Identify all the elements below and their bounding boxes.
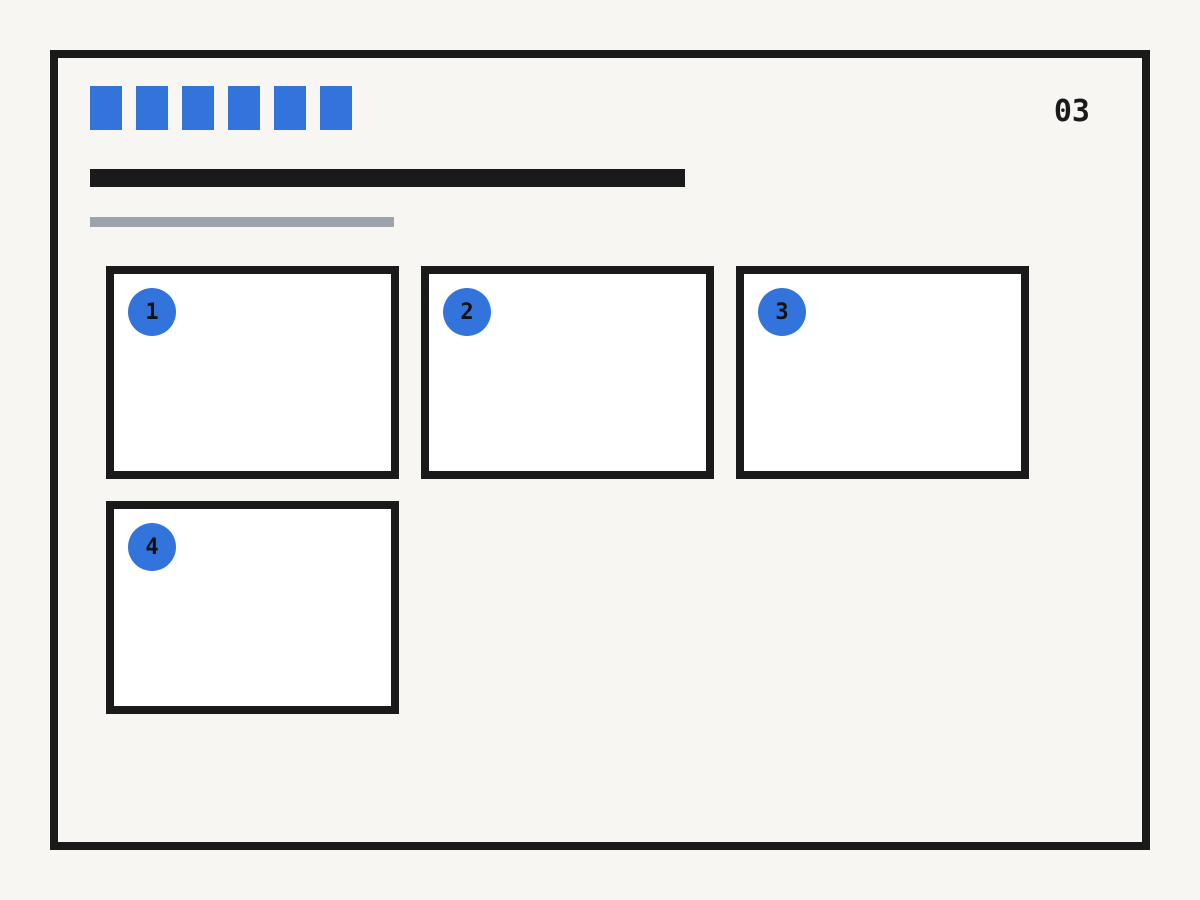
page-number: 03 [1053,94,1090,129]
card-1[interactable]: 1 [106,266,399,479]
card-4[interactable]: 4 [106,501,399,714]
title-placeholder-bar [90,169,685,187]
card-3[interactable]: 3 [736,266,1029,479]
tab-strip [90,86,352,130]
card-number-badge: 2 [443,288,491,336]
tab-block-4[interactable] [228,86,260,130]
tab-block-3[interactable] [182,86,214,130]
window-frame: 03 1 2 3 4 [50,50,1150,850]
card-number-badge: 4 [128,523,176,571]
subtitle-placeholder-bar [90,217,394,227]
card-number-badge: 1 [128,288,176,336]
tab-block-1[interactable] [90,86,122,130]
tab-block-5[interactable] [274,86,306,130]
card-2[interactable]: 2 [421,266,714,479]
card-number-badge: 3 [758,288,806,336]
card-grid: 1 2 3 4 [106,266,1036,714]
tab-block-6[interactable] [320,86,352,130]
tab-block-2[interactable] [136,86,168,130]
